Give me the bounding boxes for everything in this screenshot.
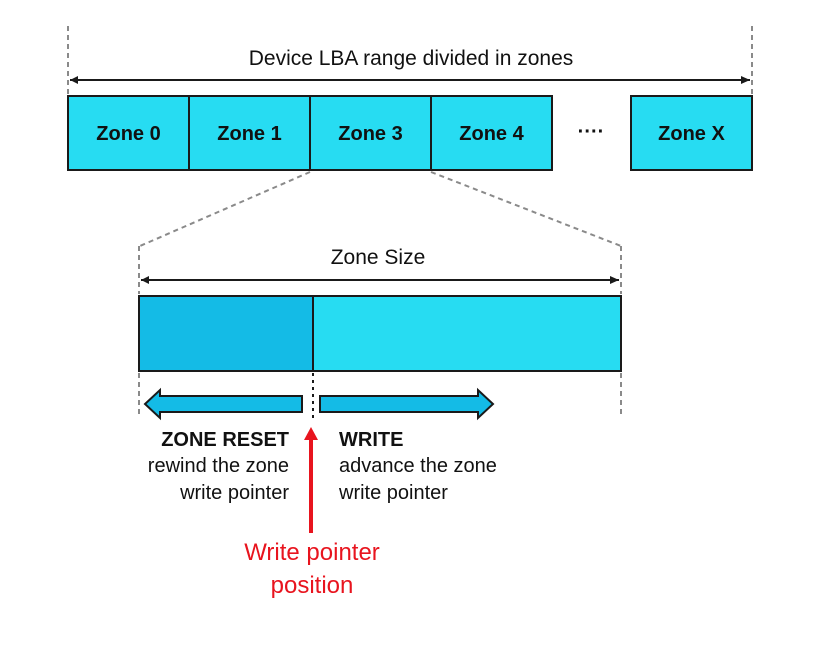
range-label: Device LBA range divided in zones [249,47,574,70]
zone-box-0 [67,95,190,171]
zone-row: Zone 0 Zone 1 Zone 3 Zone 4 ···· Zone X [67,95,753,171]
zone-label-4: Zone X [658,123,725,145]
zone-label-0: Zone 0 [96,123,160,145]
size-label: Zone Size [331,246,426,269]
zoom-guide-left [139,171,311,247]
write-line2: write pointer [338,482,448,504]
zone-reset-arrow [143,387,303,421]
write-title: WRITE [339,429,403,451]
zone-reset-title: ZONE RESET [161,429,289,451]
write-line1: advance the zone [339,455,497,477]
ellipsis: ···· [578,121,605,143]
zone-box-x [630,95,753,171]
zone-label-1: Zone 1 [217,123,281,145]
zone-label-3: Zone 4 [459,123,524,145]
zone-label-2: Zone 3 [338,123,402,145]
write-pointer-arrow-head [304,427,318,440]
write-arrow [319,387,495,421]
zoom-guide-right [430,171,622,247]
zone-reset-line1: rewind the zone [148,455,289,477]
zone-box-2 [309,95,432,171]
write-pointer-label-line1: Write pointer [244,539,380,566]
zone-box-3 [430,95,553,171]
zone-reset-line2: write pointer [179,482,289,504]
zone-written-region [138,295,314,372]
write-pointer-label-line2: position [271,572,354,599]
